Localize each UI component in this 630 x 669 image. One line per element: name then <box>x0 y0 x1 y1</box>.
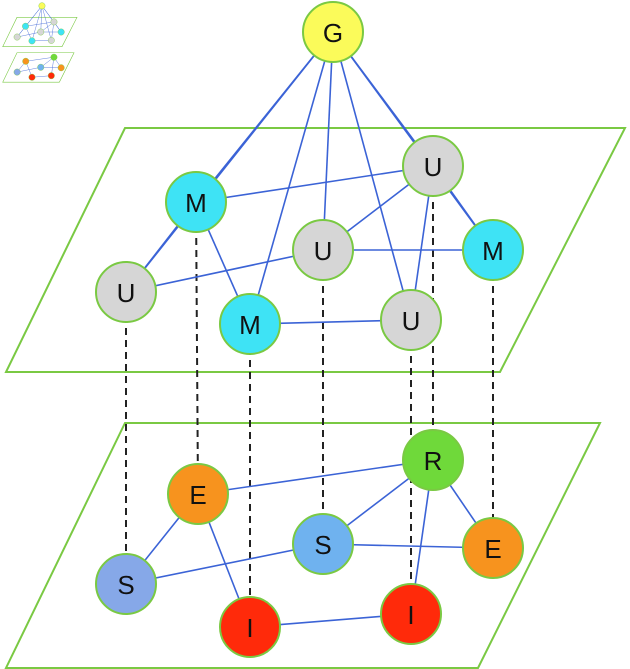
node-e1: E <box>167 463 229 525</box>
thumb-node <box>50 53 58 61</box>
node-i1: I <box>219 596 281 658</box>
node-i2: I <box>380 583 442 645</box>
node-circle-u2 <box>292 219 354 281</box>
thumb-edge <box>17 31 41 38</box>
edge-e1-r <box>197 459 434 495</box>
thumb-node <box>57 28 65 36</box>
edge-s1-s2 <box>125 543 324 585</box>
node-circle-u4 <box>402 135 464 197</box>
node-circle-e1 <box>167 463 229 525</box>
node-m2: M <box>219 293 281 355</box>
edge-u1-u2 <box>125 249 324 293</box>
node-label-u4: U <box>424 152 443 182</box>
node-circle-m2 <box>219 293 281 355</box>
node-label-e2: E <box>484 534 501 564</box>
node-g: G <box>302 1 364 63</box>
thumb-node <box>57 64 65 72</box>
network-nodes: G M U U M U M U E R S E S I I <box>95 1 524 658</box>
node-circle-r <box>402 429 464 491</box>
node-s2: S <box>95 553 157 615</box>
edge-g-m2 <box>249 31 334 325</box>
node-e2: E <box>462 517 524 579</box>
thumb-node <box>47 37 55 44</box>
thumb-node <box>38 2 46 10</box>
thumb-node <box>37 63 45 71</box>
thumb-node <box>13 33 21 41</box>
node-u2: U <box>292 219 354 281</box>
multilayer-network-thumbnail-icon <box>2 2 78 83</box>
thumb-edge <box>25 21 54 27</box>
thumb-node <box>28 73 36 81</box>
node-s1: S <box>292 513 354 575</box>
node-r: R <box>402 429 464 491</box>
node-circle-u3 <box>380 289 442 351</box>
thumb-node <box>28 37 36 45</box>
thumb-edge <box>25 57 54 62</box>
node-m3: M <box>462 219 524 281</box>
node-label-m3: M <box>482 236 504 266</box>
node-circle-m1 <box>165 171 227 233</box>
thumb-edge <box>31 5 43 41</box>
node-circle-s2 <box>95 553 157 615</box>
edge-g-u2 <box>322 31 334 251</box>
node-label-m1: M <box>185 188 207 218</box>
node-m1: M <box>165 171 227 233</box>
thumb-node <box>37 28 45 36</box>
thumb-edge <box>17 67 41 73</box>
thumb-node <box>50 18 58 26</box>
thumb-node <box>22 57 30 65</box>
node-circle-i2 <box>380 583 442 645</box>
edge-m1-u4 <box>195 165 434 203</box>
node-label-u2: U <box>314 236 333 266</box>
node-label-e1: E <box>189 480 206 510</box>
node-u1: U <box>95 261 157 323</box>
node-u4: U <box>402 135 464 197</box>
node-circle-g <box>302 1 364 63</box>
node-label-r: R <box>424 446 443 476</box>
node-label-i2: I <box>407 600 414 630</box>
node-circle-u1 <box>95 261 157 323</box>
thumb-node <box>22 22 29 30</box>
node-circle-i1 <box>219 596 281 658</box>
node-label-u1: U <box>117 278 136 308</box>
node-u3: U <box>380 289 442 351</box>
node-circle-m3 <box>462 219 524 281</box>
node-label-s1: S <box>314 530 331 560</box>
node-label-g: G <box>323 18 343 48</box>
node-label-s2: S <box>117 570 134 600</box>
node-label-m2: M <box>239 310 261 340</box>
node-label-i1: I <box>246 613 253 643</box>
node-circle-s1 <box>292 513 354 575</box>
thumb-node <box>13 68 21 76</box>
thumb-edge <box>40 5 43 33</box>
node-circle-e2 <box>462 517 524 579</box>
thumb-node <box>47 72 55 80</box>
interlayer-link-m1-e1 <box>195 201 199 495</box>
node-label-u3: U <box>402 306 421 336</box>
